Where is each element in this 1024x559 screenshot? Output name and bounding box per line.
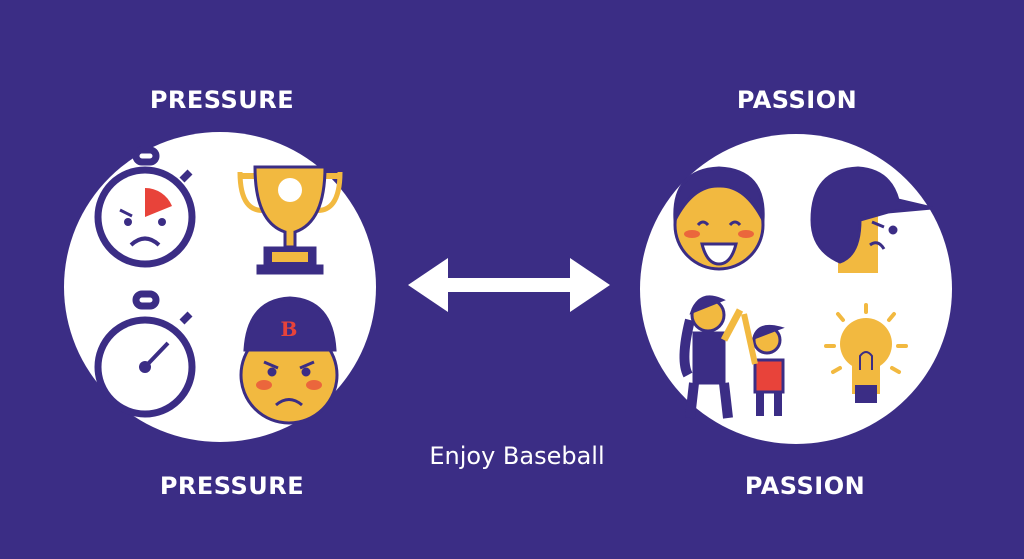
cap-letter: B	[281, 317, 298, 341]
angry-player-icon: B	[239, 296, 339, 425]
enjoy-baseball-caption: Enjoy Baseball	[429, 442, 605, 470]
passion-title-top: PASSION	[736, 86, 858, 114]
passion-title-bottom: PASSION	[744, 472, 866, 500]
pressure-title-bottom: PRESSURE	[159, 472, 305, 500]
high-five-icon	[679, 295, 785, 419]
stopwatch-icon	[94, 290, 196, 418]
happy-face-icon	[673, 166, 765, 271]
double-arrow-icon	[408, 258, 610, 312]
trophy-icon	[237, 165, 343, 275]
lightbulb-icon	[824, 303, 908, 403]
pressure-title-top: PRESSURE	[149, 86, 295, 114]
angry-stopwatch-icon	[94, 146, 196, 268]
batting-helmet-icon	[810, 166, 933, 273]
